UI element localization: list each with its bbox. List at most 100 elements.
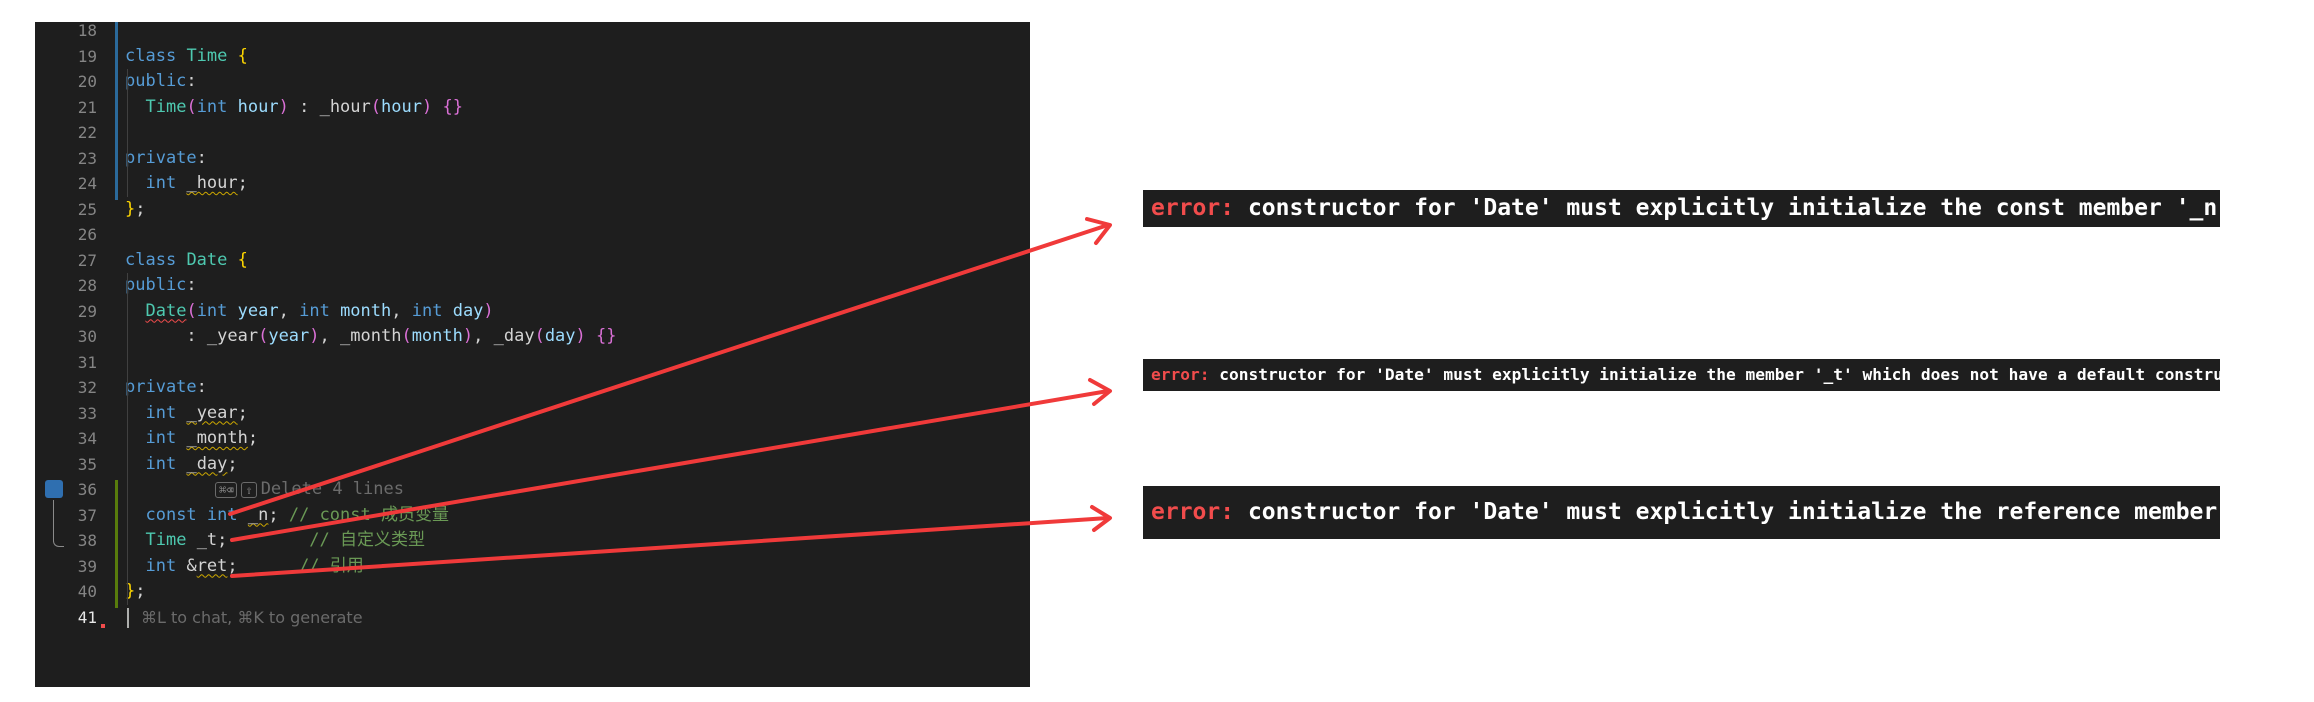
line-number: 34 — [77, 429, 97, 448]
code-line[interactable]: 36⌘⌫⇧Delete 4 lines — [35, 477, 1030, 503]
code-line[interactable]: 26 — [35, 222, 1030, 248]
code-line[interactable]: 29 Date(int year, int month, int day) — [35, 299, 1030, 325]
code-token: day — [544, 326, 576, 346]
code-line[interactable]: 18 — [35, 22, 1030, 44]
code-token: : — [288, 96, 320, 117]
code-token: year — [237, 300, 279, 321]
code-text: class Time { — [125, 44, 248, 70]
arrow-head — [1085, 217, 1112, 245]
code-text: ⌘⌫⇧Delete 4 lines — [215, 477, 404, 503]
code-line[interactable]: 25}; — [35, 197, 1030, 223]
code-token: ; — [227, 555, 300, 576]
code-token: _hour — [319, 96, 371, 117]
code-token: : — [196, 377, 207, 397]
error-message-const-member: error: constructor for 'Date' must expli… — [1143, 190, 2220, 227]
arrow-head — [1088, 378, 1112, 406]
code-token: : — [186, 71, 197, 91]
line-number: 29 — [77, 301, 97, 321]
code-line[interactable]: 33 int _year; — [35, 401, 1030, 427]
code-token: int — [411, 300, 443, 321]
error-text: constructor for 'Date' must explicitly i… — [1209, 365, 2220, 384]
suggestion-range-bracket — [53, 500, 64, 547]
line-number: 23 — [77, 148, 97, 168]
code-token: _year — [206, 326, 259, 346]
arrow-shaft — [228, 223, 1110, 516]
code-token: month — [340, 300, 392, 321]
code-token: _year — [186, 402, 238, 423]
code-token: class — [125, 45, 177, 66]
code-token: , — [391, 300, 412, 321]
code-text: }; — [125, 197, 146, 223]
code-token: _n — [247, 504, 269, 525]
code-line[interactable]: 35 int _day; — [35, 452, 1030, 478]
code-token: ) — [278, 96, 289, 117]
code-line[interactable]: 30 : _year(year), _month(month), _day(da… — [35, 324, 1030, 350]
code-text: ⌘L to chat, ⌘K to generate — [141, 605, 363, 631]
code-token: _month — [340, 326, 402, 346]
code-token: _hour — [186, 173, 238, 193]
code-text: int _month; — [125, 426, 258, 452]
code-token: ( — [186, 96, 197, 117]
code-token: int — [145, 555, 177, 576]
code-line[interactable]: 23 private: — [35, 146, 1030, 172]
code-text: private: — [125, 375, 207, 401]
code-token: ; — [135, 198, 146, 219]
line-number: 38 — [77, 531, 97, 550]
delete-lines-hint[interactable]: Delete 4 lines — [260, 479, 404, 499]
ai-suggestion-icon[interactable] — [45, 480, 63, 498]
code-text: Time _t; // 自定义类型 — [125, 528, 425, 554]
error-message-reference-member: error: constructor for 'Date' must expli… — [1143, 486, 2220, 539]
code-token: & — [176, 555, 197, 576]
code-text: int _day; — [125, 452, 238, 478]
code-token: ; — [217, 530, 310, 550]
code-token: ; — [268, 504, 289, 525]
code-token: ; — [247, 428, 259, 448]
line-number: 20 — [77, 72, 97, 91]
code-line[interactable]: 34 int _month; — [35, 426, 1030, 452]
code-token: Time — [145, 96, 187, 117]
error-message-custom-type-member: error: constructor for 'Date' must expli… — [1143, 359, 2220, 391]
code-token: ( — [401, 326, 412, 346]
code-line[interactable]: 41 ⌘L to chat, ⌘K to generate — [35, 605, 1030, 631]
error-text: constructor for 'Date' must explicitly i… — [1234, 499, 2220, 525]
code-line[interactable]: 38 Time _t; // 自定义类型 — [35, 528, 1030, 554]
code-text: Time(int hour) : _hour(hour) {} — [125, 95, 462, 121]
code-line[interactable]: 21 Time(int hour) : _hour(hour) {} — [35, 95, 1030, 121]
code-token: // 自定义类型 — [309, 530, 426, 550]
line-number: 24 — [77, 174, 97, 193]
code-token: int — [196, 96, 228, 117]
code-token: ; — [237, 402, 248, 423]
code-token: { — [237, 45, 248, 66]
code-token: ) — [483, 300, 494, 321]
code-token: : — [196, 147, 207, 168]
gutter-added-marker — [115, 480, 118, 608]
arrow-shaft — [230, 516, 1110, 578]
ai-chat-placeholder[interactable]: ⌘L to chat, ⌘K to generate — [141, 607, 363, 627]
code-token: : — [186, 275, 197, 295]
code-token: year — [268, 326, 310, 346]
code-token: Date — [186, 249, 228, 270]
arrow-head — [1090, 505, 1112, 532]
code-text: public: — [125, 273, 197, 299]
code-token: int — [299, 300, 330, 321]
line-number: 41 — [77, 607, 97, 627]
code-token: private — [125, 147, 197, 168]
code-token: ; — [227, 453, 238, 474]
line-number: 31 — [77, 352, 97, 372]
code-line[interactable]: 31 — [35, 350, 1030, 376]
code-token: ) — [309, 326, 320, 346]
code-text: Date(int year, int month, int day) — [125, 299, 494, 325]
code-token: int — [145, 402, 177, 423]
code-line[interactable]: 40}; — [35, 579, 1030, 605]
code-token: _t — [196, 530, 218, 550]
code-token: ( — [534, 326, 545, 346]
arrow-to-error-2 — [230, 378, 1112, 542]
code-line[interactable]: 24 int _hour; — [35, 171, 1030, 197]
code-token: ) — [421, 96, 433, 117]
code-line[interactable]: 22 — [35, 120, 1030, 146]
